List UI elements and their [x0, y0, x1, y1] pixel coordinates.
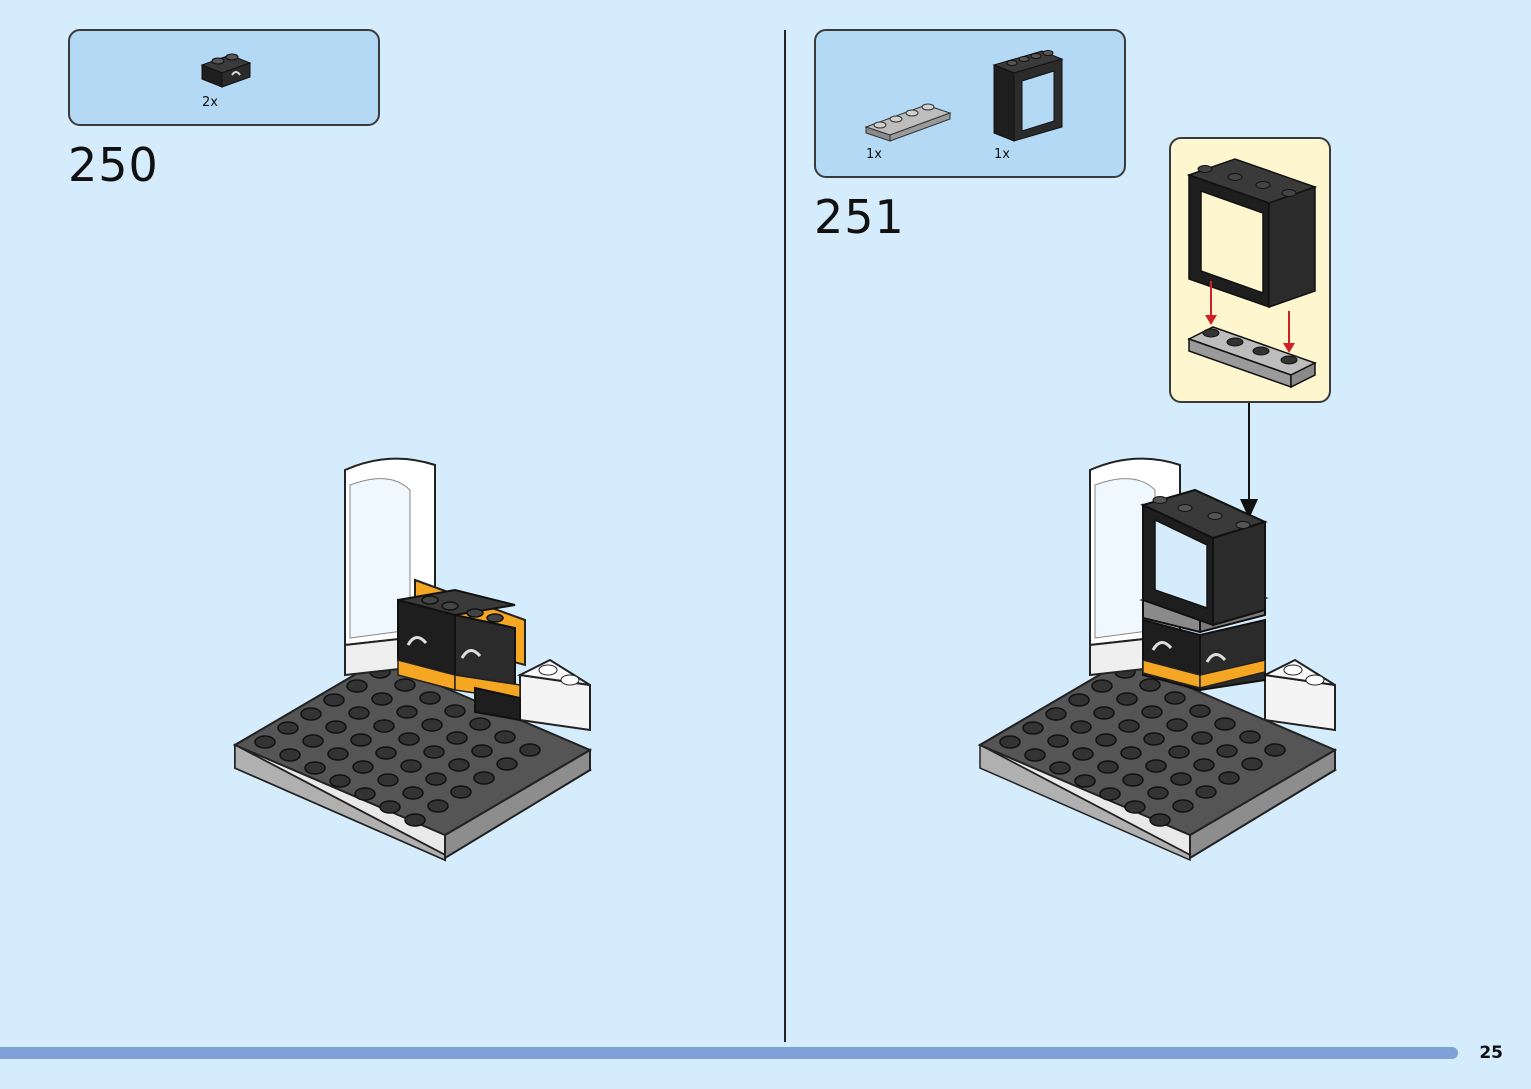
placement-arrow [1240, 403, 1258, 519]
part-quantity: 2x [202, 95, 218, 110]
sub-assembly-callout [1169, 137, 1331, 403]
page-number: 25 [1479, 1043, 1503, 1063]
page-divider [784, 30, 786, 1042]
progress-bar [0, 1047, 1458, 1059]
black-brick-1x2-with-clip-icon [200, 53, 252, 88]
black-window-frame-icon [992, 50, 1064, 142]
parts-list-step-250: 2x [68, 29, 380, 126]
part-quantity: 1x [866, 147, 882, 162]
part-quantity: 1x [994, 147, 1010, 162]
step-number: 250 [68, 138, 159, 192]
model-illustration-step-250 [232, 457, 593, 862]
window-on-plate-sub-assembly [1186, 158, 1318, 389]
parts-list-step-251: 1x 1x [814, 29, 1126, 178]
model-illustration-step-251 [977, 457, 1338, 862]
step-number: 251 [814, 190, 905, 244]
gray-plate-1x4-icon [864, 103, 952, 142]
